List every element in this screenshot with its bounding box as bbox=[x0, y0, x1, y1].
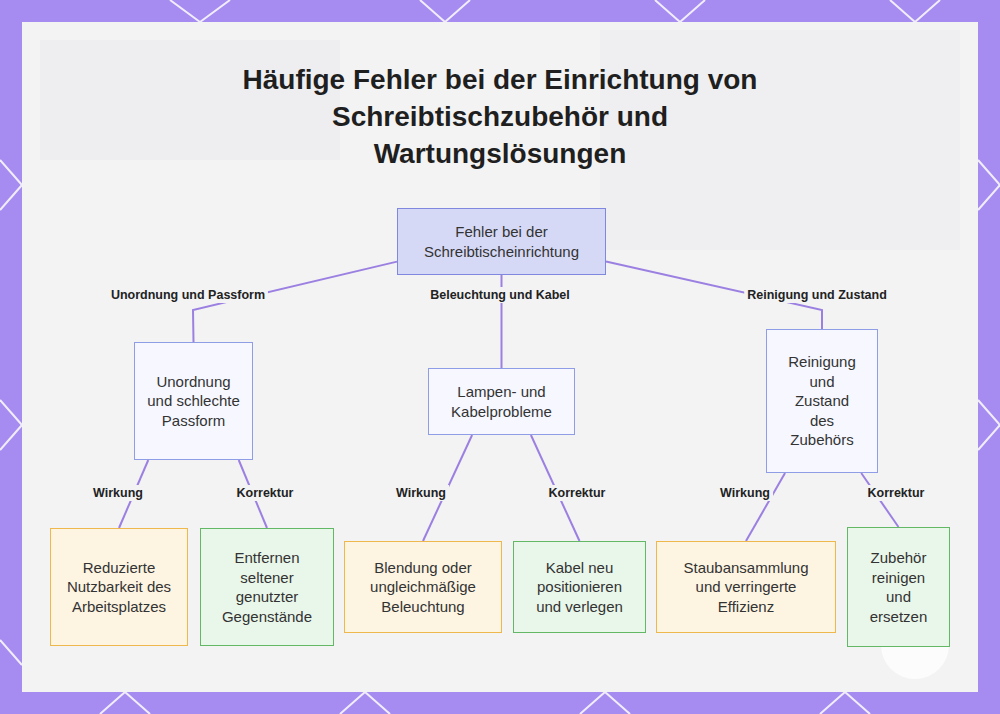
box-text: Zubehör reinigen und ersetzen bbox=[858, 548, 939, 626]
edge-label: Korrektur bbox=[865, 485, 928, 501]
edge-label: Unordnung und Passform bbox=[108, 287, 268, 303]
fix-box: Zubehör reinigen und ersetzen bbox=[847, 527, 950, 647]
category-box: Unordnung und schlechte Passform bbox=[134, 342, 253, 460]
box-text: Reduzierte Nutzbarkeit des Arbeitsplatze… bbox=[65, 558, 173, 617]
edge-label: Wirkung bbox=[90, 485, 146, 501]
effect-box: Staubansammlung und verringerte Effizien… bbox=[656, 541, 836, 633]
category-box: Lampen- und Kabelprobleme bbox=[428, 368, 575, 435]
root-box: Fehler bei der Schreibtischeinrichtung bbox=[397, 208, 606, 275]
box-text: Staubansammlung und verringerte Effizien… bbox=[669, 558, 823, 617]
box-text: Reinigung und Zustand des Zubehörs bbox=[781, 352, 863, 450]
box-text: Entfernen seltener genutzter Gegenstände bbox=[213, 548, 321, 626]
effect-box: Reduzierte Nutzbarkeit des Arbeitsplatze… bbox=[50, 528, 188, 646]
edge-label: Korrektur bbox=[234, 485, 297, 501]
box-text: Kabel neu positionieren und verlegen bbox=[524, 558, 635, 617]
blurred-photo bbox=[40, 40, 340, 160]
edge-label: Beleuchtung und Kabel bbox=[427, 287, 573, 303]
connector-line bbox=[746, 473, 785, 541]
connector bbox=[746, 473, 785, 541]
edge-label: Wirkung bbox=[393, 485, 449, 501]
fix-box: Entfernen seltener genutzter Gegenstände bbox=[200, 528, 334, 646]
edge-label: Reinigung und Zustand bbox=[744, 287, 890, 303]
box-text: Lampen- und Kabelprobleme bbox=[437, 382, 566, 421]
panel bbox=[22, 22, 978, 692]
diagram-title: Häufige Fehler bei der Einrichtung von S… bbox=[210, 62, 790, 173]
effect-box: Blendung oder ungleichmäßige Beleuchtung bbox=[344, 541, 502, 633]
edge-label: Korrektur bbox=[546, 485, 609, 501]
box-text: Unordnung und schlechte Passform bbox=[147, 372, 240, 431]
category-box: Reinigung und Zustand des Zubehörs bbox=[766, 329, 878, 473]
fix-box: Kabel neu positionieren und verlegen bbox=[513, 541, 646, 633]
box-text: Blendung oder ungleichmäßige Beleuchtung bbox=[355, 558, 491, 617]
blurred-photo bbox=[600, 30, 960, 250]
box-text: Fehler bei der Schreibtischeinrichtung bbox=[408, 222, 595, 261]
edge-label: Wirkung bbox=[717, 485, 773, 501]
